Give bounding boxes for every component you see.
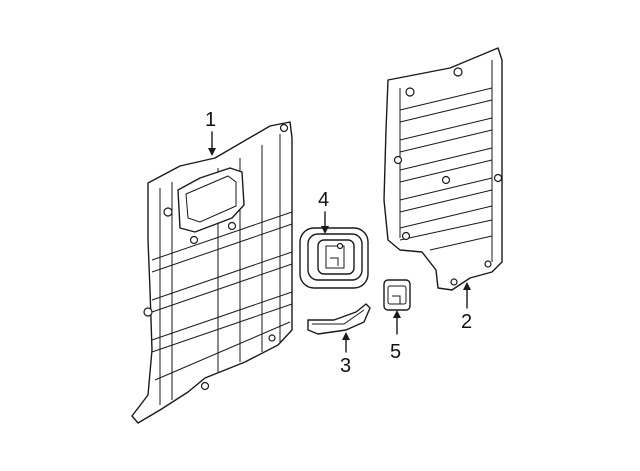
callout-5: 5 — [390, 341, 402, 363]
part-4-handle-bezel — [299, 227, 369, 289]
callout-3: 3 — [340, 355, 352, 377]
callout-1: 1 — [205, 109, 217, 131]
part-1-side-panel — [131, 121, 293, 424]
part-5-latch-cover — [383, 279, 411, 311]
callout-4: 4 — [318, 189, 330, 211]
part-3-pull-handle — [307, 303, 371, 335]
callout-2: 2 — [461, 311, 473, 333]
part-2-rear-panel — [383, 47, 503, 291]
callout-leaders — [208, 131, 471, 353]
